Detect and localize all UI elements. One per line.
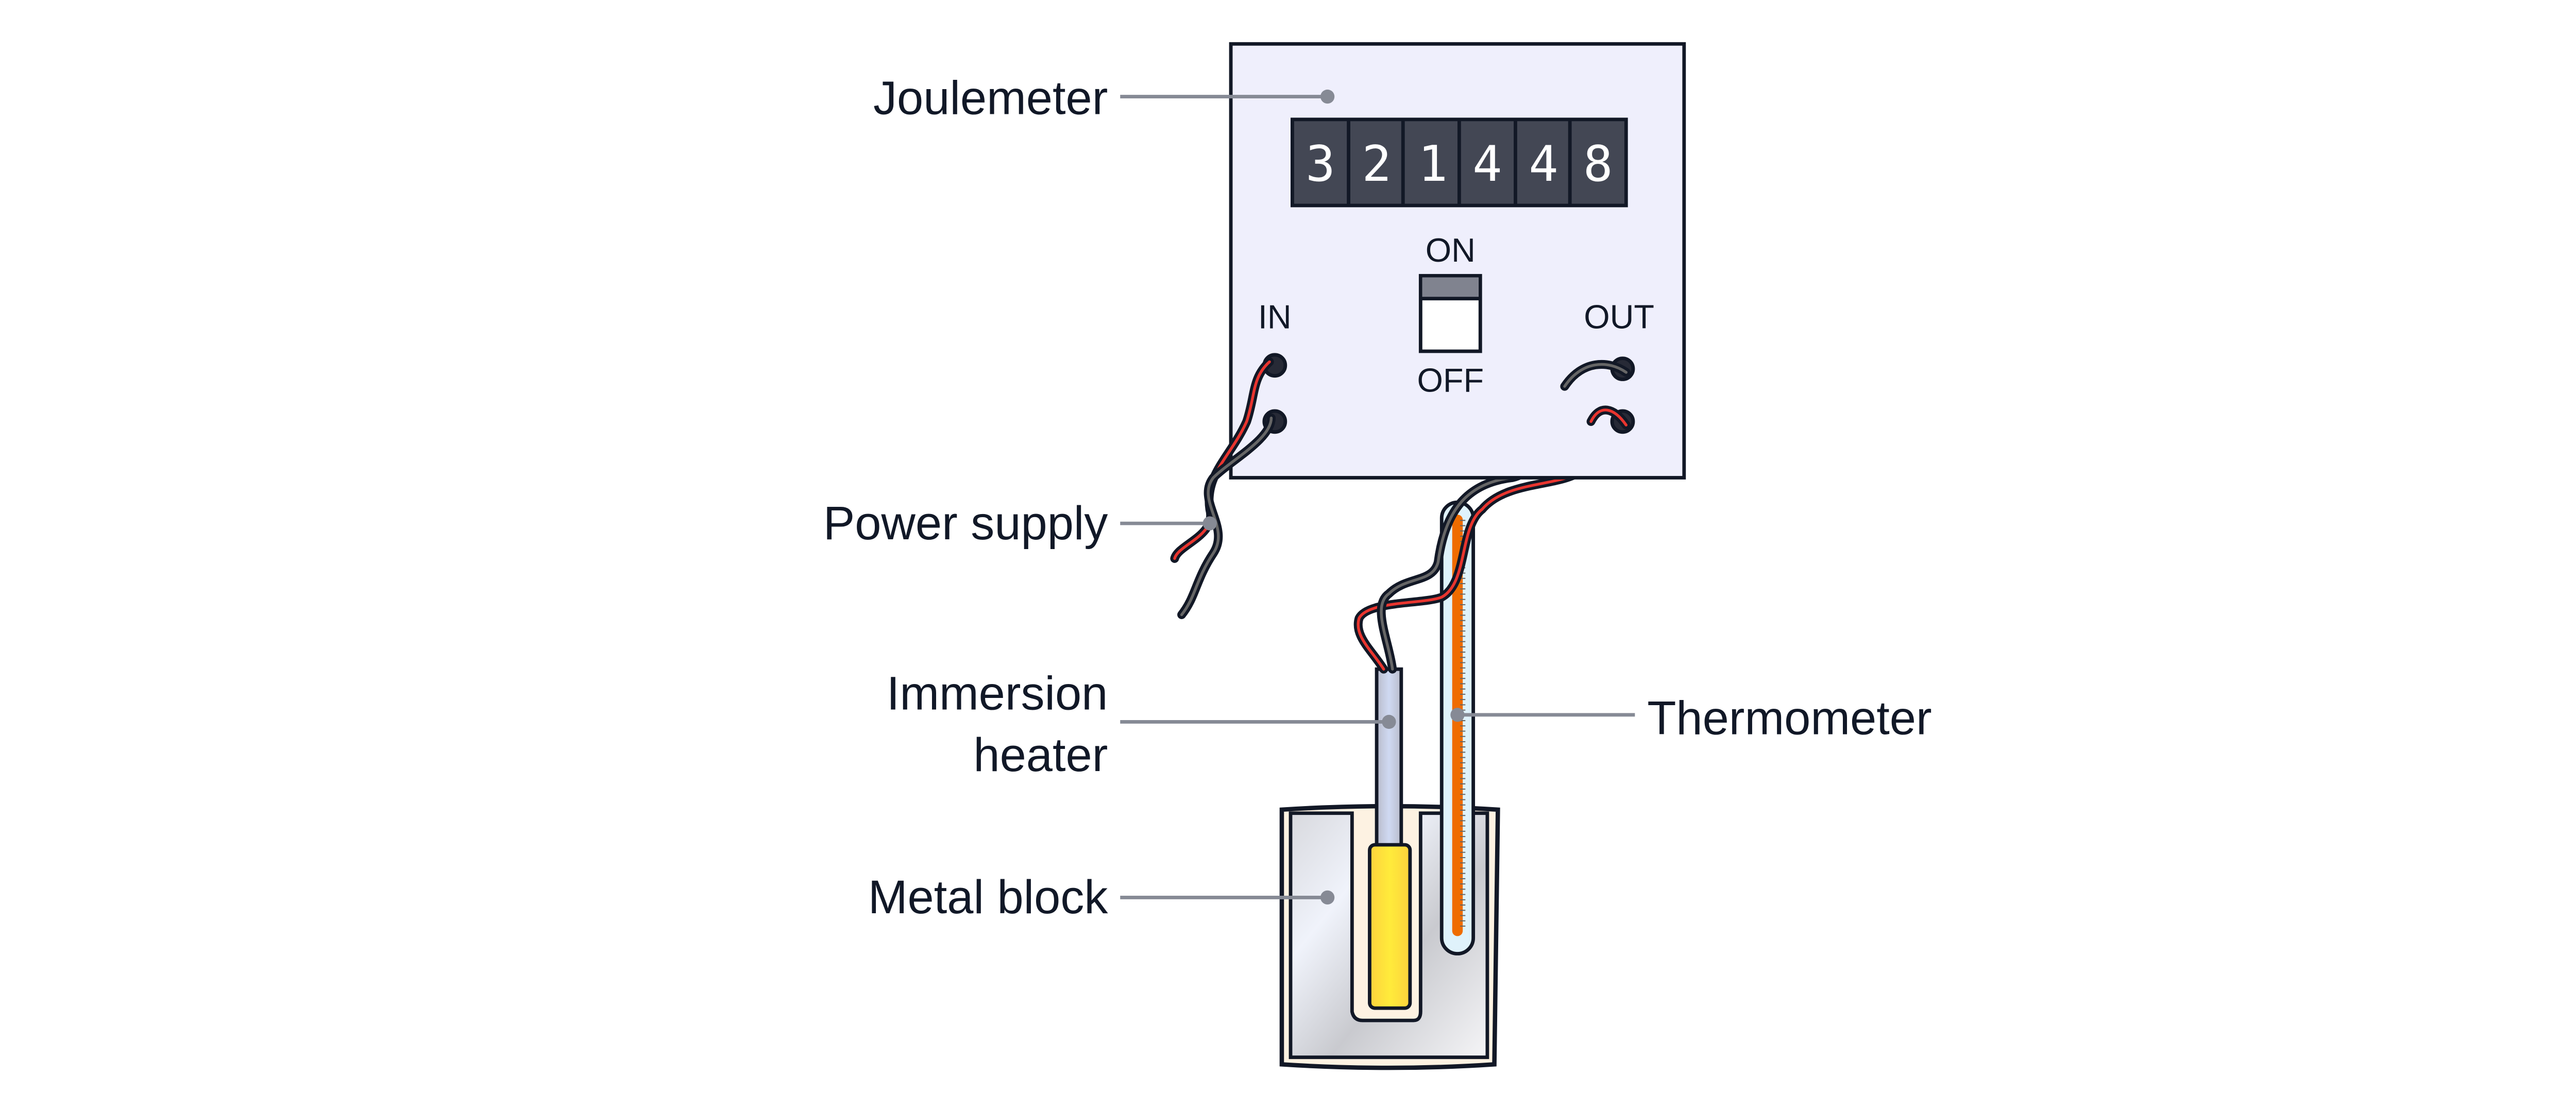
digital-display: 3 2 1 4 4 8	[1291, 117, 1628, 208]
joulemeter-label: Joulemeter	[873, 72, 1108, 125]
metal-block-label: Metal block	[868, 870, 1109, 924]
switch-off-label: OFF	[1417, 361, 1484, 399]
display-digit: 1	[1418, 135, 1447, 193]
display-digit: 4	[1529, 135, 1558, 193]
output-wire-ends	[1560, 360, 1631, 430]
thermometer-label: Thermometer	[1647, 691, 1931, 744]
immersion-heater-label: Immersion	[887, 667, 1108, 720]
thermometer	[1439, 500, 1476, 955]
display-digit: 4	[1472, 135, 1502, 193]
immersion-heater	[1368, 667, 1412, 1010]
input-label: IN	[1258, 298, 1292, 336]
immersion-heater-label-line2: heater	[973, 728, 1108, 781]
display-digit: 8	[1583, 135, 1613, 193]
power-switch[interactable]	[1418, 274, 1482, 353]
power-supply-label: Power supply	[823, 497, 1108, 550]
display-digit: 3	[1306, 135, 1335, 193]
power-supply-wires	[1170, 357, 1276, 619]
joulemeter: 3 2 1 4 4 8 ON OFF IN OUT	[1229, 42, 1686, 480]
switch-on-label: ON	[1426, 231, 1476, 269]
output-label: OUT	[1584, 298, 1654, 336]
leader-lines	[1120, 89, 1635, 905]
display-digit: 2	[1362, 135, 1391, 193]
